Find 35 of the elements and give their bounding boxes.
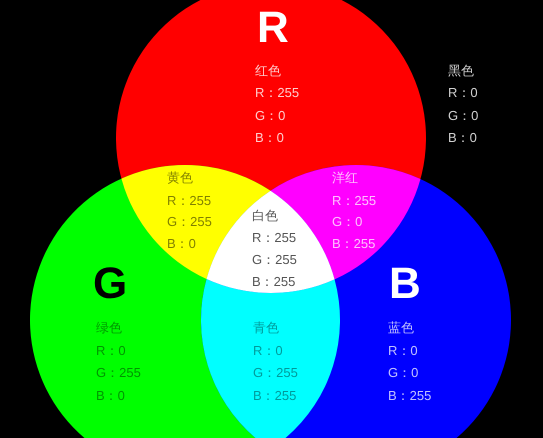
region-name: 红色 [255, 64, 281, 78]
rgb-value: G：0 [332, 215, 362, 229]
channel-letter: B [389, 262, 421, 306]
rgb-value: B：255 [252, 275, 296, 289]
rgb-value: B：0 [448, 131, 477, 145]
rgb-value: G：255 [253, 366, 298, 380]
region-name: 洋红 [332, 171, 358, 185]
rgb-value: G：0 [448, 109, 478, 123]
rgb-value: R：255 [255, 86, 300, 100]
rgb-value: R：255 [252, 231, 296, 245]
rgb-value: R：0 [253, 344, 283, 358]
rgb-value: B：255 [253, 389, 296, 403]
rgb-value: B：0 [96, 389, 125, 403]
rgb-value: R：0 [388, 344, 418, 358]
rgb-value: G：255 [167, 215, 212, 229]
rgb-value: G：0 [255, 109, 286, 123]
rgb-value: G：255 [252, 253, 297, 267]
region-name: 黄色 [167, 171, 193, 185]
channel-letter: G [93, 262, 128, 306]
region-name: 蓝色 [388, 321, 414, 335]
rgb-value: G：255 [96, 366, 141, 380]
rgb-value: B：0 [255, 131, 284, 145]
rgb-value: R：255 [167, 194, 212, 208]
rgb-value: R：255 [332, 194, 376, 208]
rgb-value: B：255 [388, 389, 432, 403]
region-name: 黑色 [448, 64, 474, 78]
channel-letter: R [257, 6, 289, 50]
rgb-value: R：0 [448, 86, 478, 100]
rgb-value: B：0 [167, 237, 196, 251]
region-name: 绿色 [96, 321, 122, 335]
rgb-value: R：0 [96, 344, 126, 358]
region-name: 白色 [252, 209, 278, 223]
rgb-value: G：0 [388, 366, 418, 380]
region-name: 青色 [253, 321, 279, 335]
rgb-value: B：255 [332, 237, 376, 251]
